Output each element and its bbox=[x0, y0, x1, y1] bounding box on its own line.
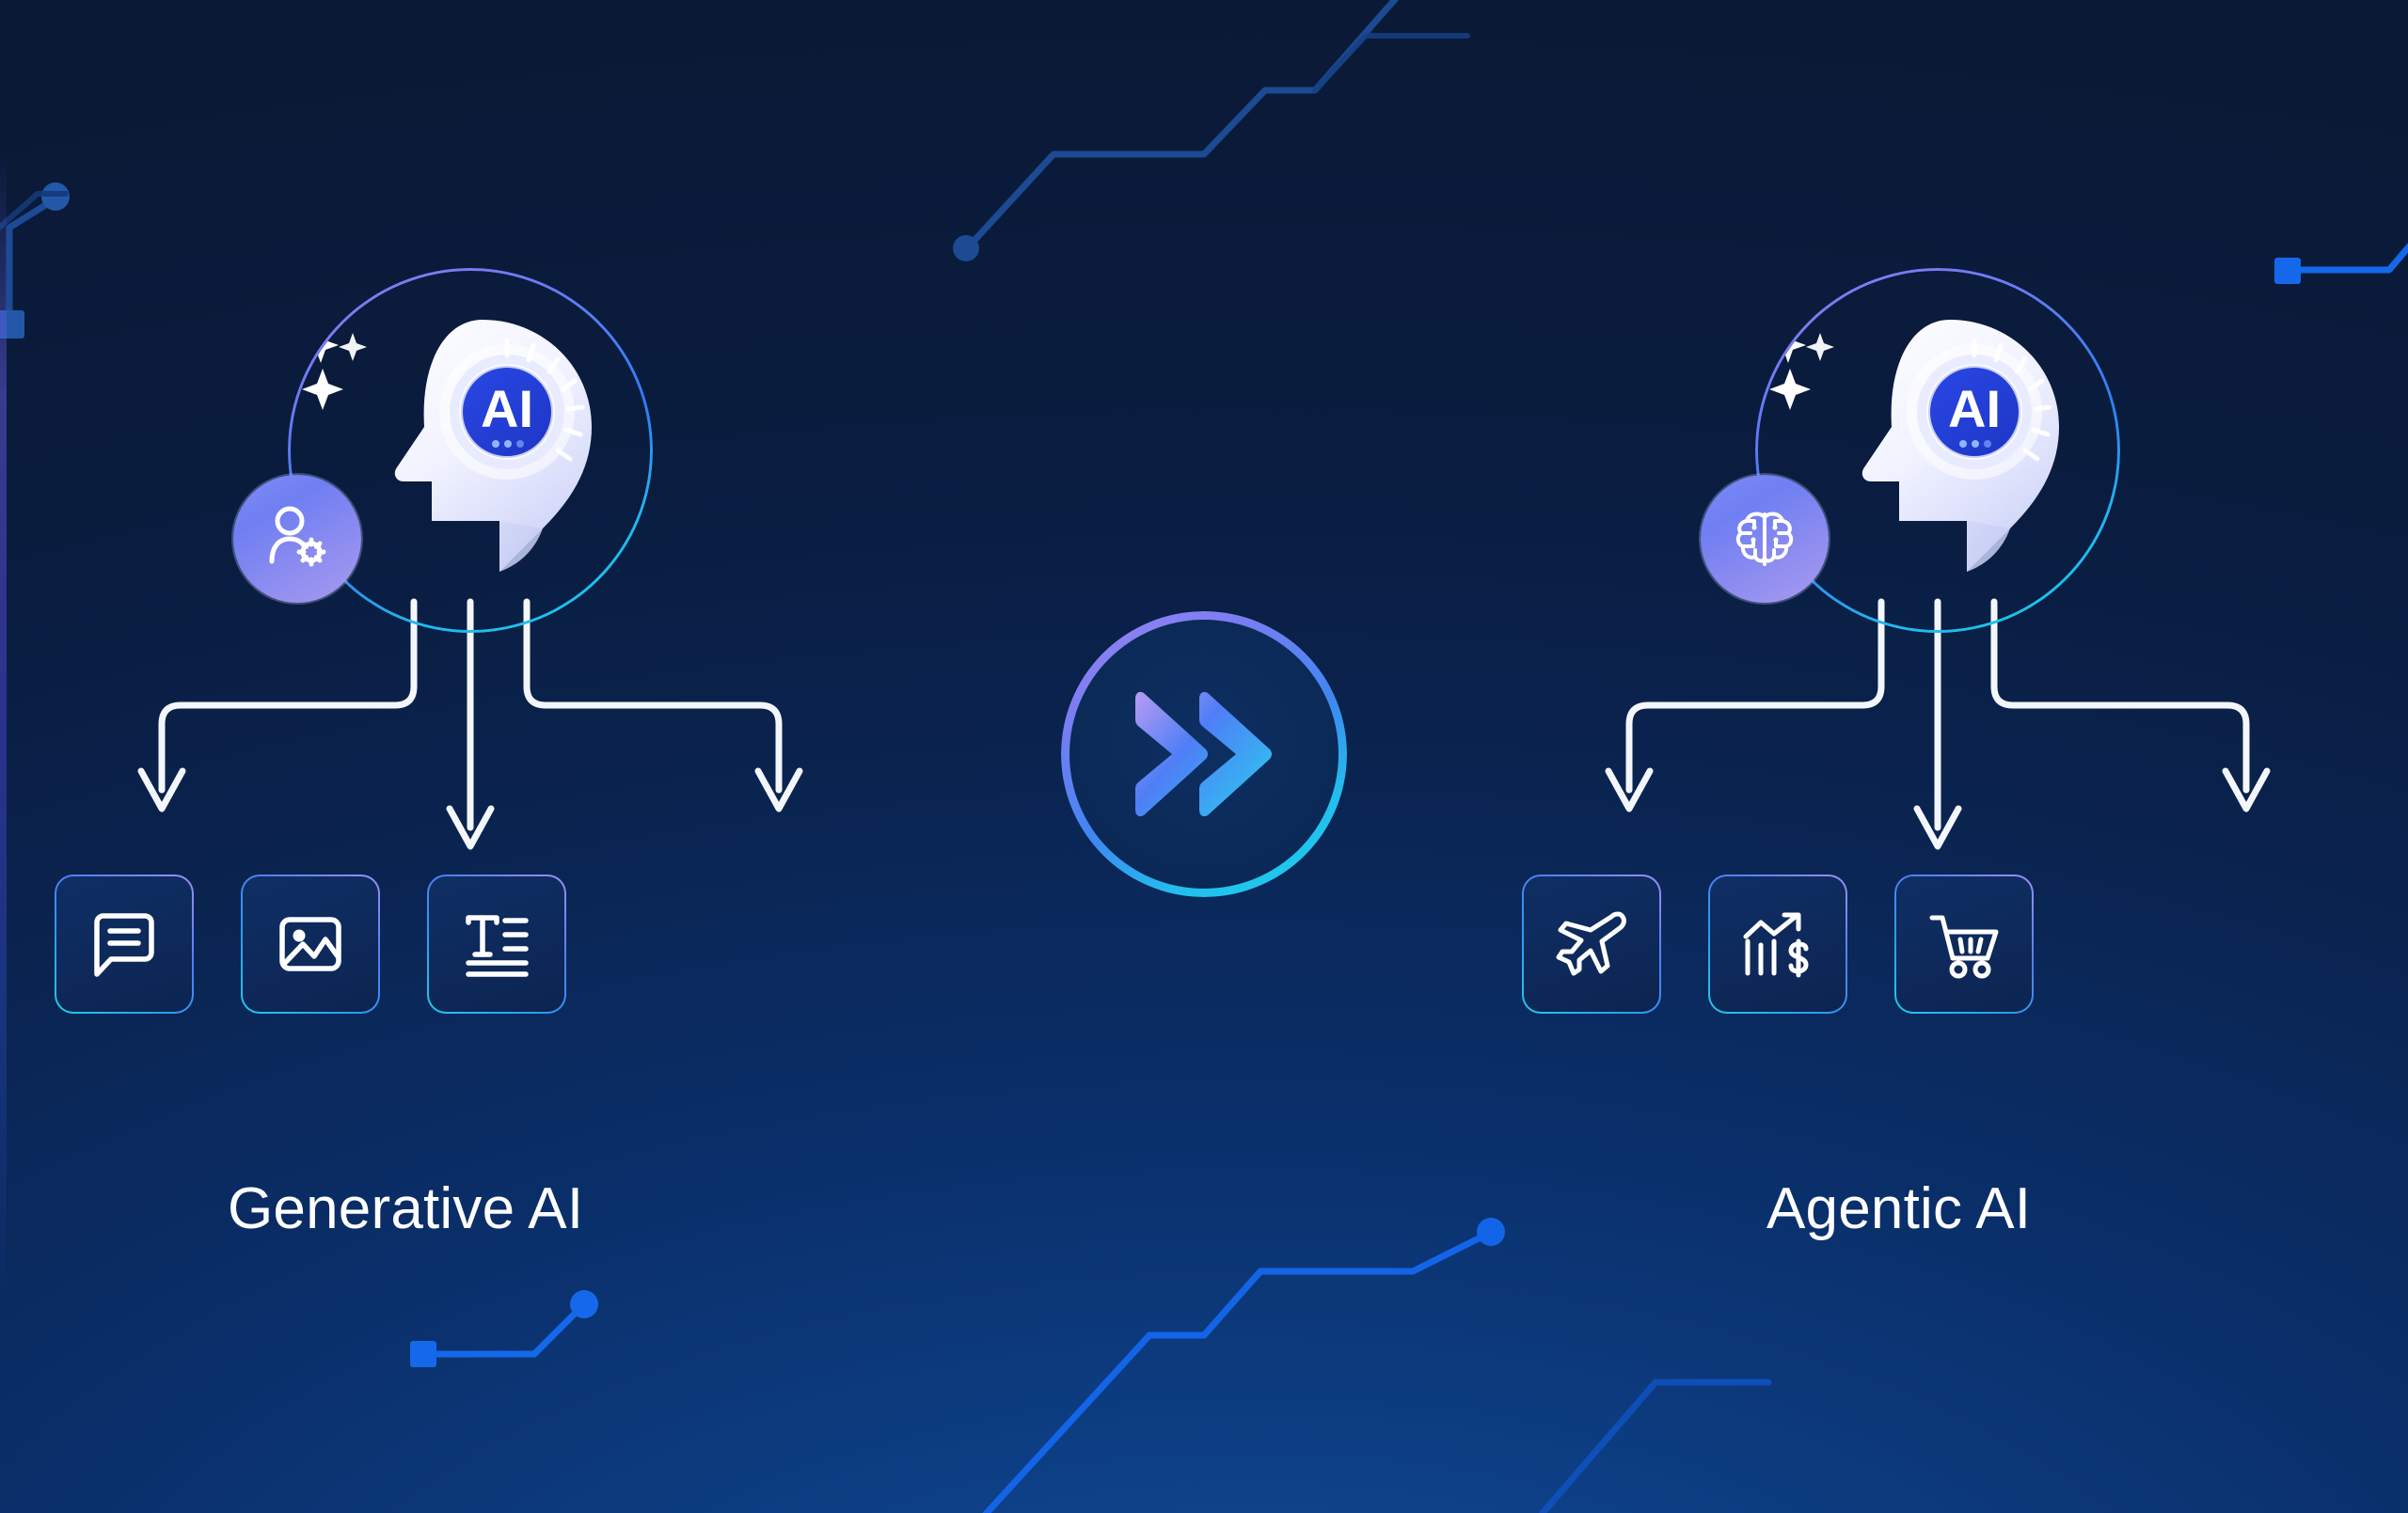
connector-left bbox=[158, 598, 418, 794]
transition-arrow-node[interactable] bbox=[1061, 611, 1347, 897]
arrowhead-center bbox=[1913, 805, 1962, 850]
ai-chip-dots bbox=[492, 440, 524, 448]
circuit-top-center bbox=[965, 0, 1400, 250]
generative-ai-branch: AI bbox=[0, 0, 1035, 1513]
ai-chip-text: AI bbox=[1948, 379, 2001, 438]
brain-badge[interactable] bbox=[1701, 475, 1829, 603]
ai-chip-circle bbox=[461, 366, 553, 458]
chip-ticks bbox=[504, 338, 585, 462]
center-node-glyph-wrap bbox=[1061, 611, 1347, 897]
card-finance[interactable] bbox=[1708, 875, 1847, 1014]
card-travel[interactable] bbox=[1522, 875, 1661, 1014]
shopping-cart-icon bbox=[1929, 915, 1999, 979]
arrowhead-center bbox=[446, 805, 495, 850]
growth-chart-dollar-icon bbox=[1743, 912, 1809, 978]
ai-chip-rim bbox=[1926, 364, 2022, 460]
ai-chip-dots bbox=[1959, 440, 1991, 448]
head-neck bbox=[1967, 521, 2010, 572]
head-neck bbox=[499, 521, 543, 572]
connector-right bbox=[1990, 598, 2250, 794]
hub-inner-surface: AI bbox=[1758, 271, 2117, 630]
card-shopping[interactable] bbox=[1894, 875, 2034, 1014]
airplane-icon bbox=[1556, 911, 1626, 976]
card-shopping-surface bbox=[1896, 876, 2032, 1012]
arrowhead-left bbox=[1605, 767, 1654, 812]
card-finance-surface bbox=[1710, 876, 1846, 1012]
card-chat-surface bbox=[56, 876, 192, 1012]
arrowhead-left bbox=[137, 767, 186, 812]
hub-inner-surface: AI bbox=[291, 271, 650, 630]
arrowhead-right bbox=[754, 767, 803, 812]
ai-chip-text: AI bbox=[481, 379, 533, 438]
agentic-ai-branch: AI bbox=[1373, 0, 2408, 1513]
left-connector-arrows bbox=[137, 598, 803, 850]
agentic-ai-cards bbox=[1522, 875, 2034, 1014]
generative-ai-cards bbox=[55, 875, 566, 1014]
card-text[interactable] bbox=[427, 875, 566, 1014]
chevron-1 bbox=[1135, 691, 1208, 817]
right-connector-arrows bbox=[1605, 598, 2271, 850]
ai-chip-rim bbox=[459, 364, 555, 460]
card-chat[interactable] bbox=[55, 875, 194, 1014]
brain-icon bbox=[1735, 512, 1794, 566]
agentic-ai-label: Agentic AI bbox=[1766, 1176, 2032, 1241]
ai-head-illustration: AI bbox=[394, 320, 592, 572]
text-format-icon bbox=[466, 915, 529, 977]
sparkles-icon bbox=[1769, 327, 1834, 410]
arrowhead-right bbox=[2222, 767, 2271, 812]
ai-head-illustration: AI bbox=[1861, 320, 2059, 572]
connector-right bbox=[523, 598, 783, 794]
user-settings-badge[interactable] bbox=[233, 475, 361, 603]
card-travel-surface bbox=[1524, 876, 1659, 1012]
chat-bubble-icon bbox=[94, 913, 154, 977]
sparkles-icon bbox=[302, 327, 367, 410]
generative-ai-label: Generative AI bbox=[228, 1176, 584, 1241]
card-text-surface bbox=[429, 876, 564, 1012]
left-edge-accent-strip bbox=[0, 0, 7, 1513]
chevron-2 bbox=[1199, 691, 1272, 817]
ai-chip-circle bbox=[1928, 366, 2020, 458]
card-image[interactable] bbox=[241, 875, 380, 1014]
chip-ticks bbox=[1972, 338, 2052, 462]
connector-left bbox=[1625, 598, 1885, 794]
image-icon bbox=[279, 917, 341, 971]
card-image-surface bbox=[243, 876, 378, 1012]
double-chevron-right-icon bbox=[1135, 691, 1272, 817]
user-settings-icon bbox=[269, 506, 326, 567]
